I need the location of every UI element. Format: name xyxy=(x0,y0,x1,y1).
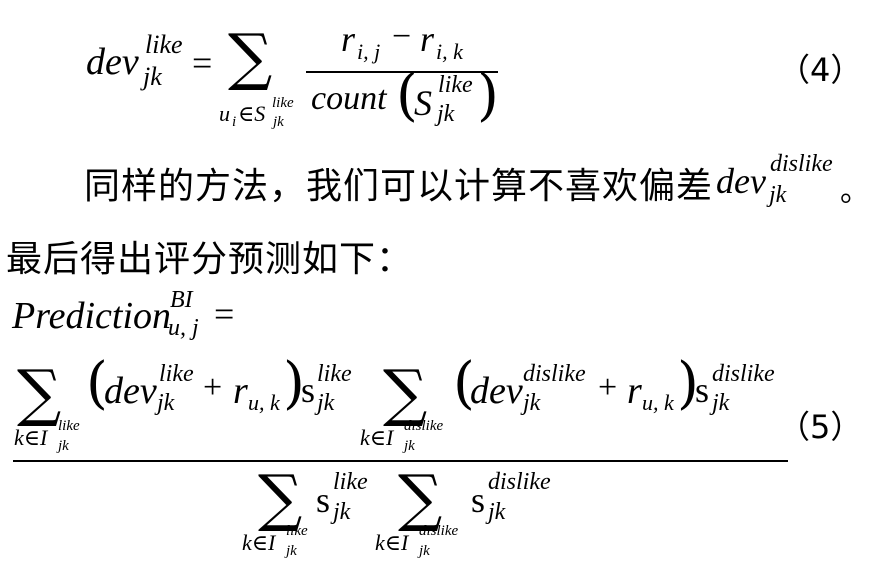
eq4-sum-symbol: ∑ xyxy=(228,20,273,93)
text-line-1: 同样的方法，我们可以计算不喜欢偏差 xyxy=(84,166,714,207)
eq5-d1-s-sup: like xyxy=(333,469,368,495)
eq5-d1-sum: ∑ xyxy=(258,461,303,534)
eq5-d1-s-sub: jk xyxy=(333,499,351,525)
eq4-sum-under-sub: jk xyxy=(273,114,284,130)
eq5-d2-under: k∈I xyxy=(375,530,409,555)
eq5-n1-plus: + xyxy=(203,369,223,406)
eq5-n2-sum: ∑ xyxy=(383,356,428,429)
eq4-lhs-sub: jk xyxy=(143,62,162,91)
eq4-sum-under-u: u xyxy=(219,101,230,126)
eq5-n1-dev: dev xyxy=(104,370,157,412)
eq5-lhs-sub: u, j xyxy=(168,315,199,341)
eq5-n1-under: k∈I xyxy=(14,425,48,450)
eq5-d2-under-sup: dislike xyxy=(419,523,459,539)
eq5-n1-rparen: ) xyxy=(283,351,305,416)
eq5-d1-under: k∈I xyxy=(242,530,276,555)
eq5-n2-s-sub: jk xyxy=(712,390,730,416)
eq5-n1-r: r xyxy=(233,370,248,412)
eq5-n2-rparen: ) xyxy=(677,351,699,416)
eq4-den-S-sub: jk xyxy=(437,101,455,127)
eq4-num-r1: r xyxy=(341,19,356,59)
eq5-n1-s: s xyxy=(301,370,316,410)
text-line-1-var-sup: dislike xyxy=(770,151,833,177)
eq5-d2-s: s xyxy=(471,480,486,520)
eq5-lhs: Prediction xyxy=(12,295,171,337)
eq4-den-S: S xyxy=(414,83,432,123)
eq4-equals: = xyxy=(192,43,213,83)
eq5-n1-dev-sup: like xyxy=(159,361,194,387)
eq4-sum-under-in: ∈S xyxy=(238,101,266,126)
eq5-n2-r-sub: u, k xyxy=(642,390,674,415)
eq5-n2-dev-sub: jk xyxy=(523,390,541,416)
text-line-1-var-sub: jk xyxy=(769,182,787,208)
eq5-d2-s-sup: dislike xyxy=(488,469,551,495)
eq4-den-rparen: ) xyxy=(477,63,499,128)
eq5-d1-s: s xyxy=(316,480,331,520)
eq5-n2-under: k∈I xyxy=(360,425,394,450)
eq4-num-minus: − xyxy=(392,18,412,55)
eq5-fraction-bar xyxy=(13,460,788,462)
eq4-den-count: count xyxy=(311,80,387,117)
eq5-n2-r: r xyxy=(627,370,642,412)
eq5-n2-lparen: ( xyxy=(453,351,475,416)
eq5-d2-sum: ∑ xyxy=(398,461,443,534)
eq4-fraction-bar xyxy=(306,71,498,73)
eq4-lhs: dev xyxy=(86,41,139,83)
eq4-sum-under-sup: like xyxy=(272,95,294,111)
eq4-den-lparen: ( xyxy=(396,63,418,128)
eq5-number: （5） xyxy=(778,408,863,446)
text-line-2: 最后得出评分预测如下： xyxy=(6,239,414,280)
eq5-equals: = xyxy=(214,294,235,334)
text-line-1-var: dev xyxy=(716,161,766,201)
eq4-den-S-sup: like xyxy=(438,72,473,98)
eq5-n2-plus: + xyxy=(598,369,618,406)
eq5-d1-under-sup: like xyxy=(286,523,308,539)
eq4-number: （4） xyxy=(778,51,863,89)
eq5-n1-s-sup: like xyxy=(317,361,352,387)
eq5-n1-under-sup: like xyxy=(58,418,80,434)
eq5-d2-under-sub: jk xyxy=(419,543,430,559)
eq5-n1-lparen: ( xyxy=(86,351,108,416)
eq5-n2-dev: dev xyxy=(470,370,523,412)
eq4-num-r2: r xyxy=(420,19,435,59)
eq4-lhs-sup: like xyxy=(145,30,183,59)
eq5-n1-dev-sub: jk xyxy=(157,390,175,416)
eq5-n1-under-sub: jk xyxy=(58,438,69,454)
eq5-n2-under-sub: jk xyxy=(404,438,415,454)
eq5-n2-dev-sup: dislike xyxy=(523,361,586,387)
eq5-lhs-sup: BI xyxy=(170,287,193,313)
eq5-n1-r-sub: u, k xyxy=(248,390,280,415)
eq4-num-r2-sub: i, k xyxy=(436,39,463,64)
eq5-n2-under-sup: dislike xyxy=(404,418,444,434)
eq5-d2-s-sub: jk xyxy=(488,499,506,525)
eq4-sum-under-i: i xyxy=(232,114,237,130)
eq4-num-r1-sub: i, j xyxy=(357,39,381,64)
eq5-n1-sum: ∑ xyxy=(17,356,62,429)
eq5-n1-s-sub: jk xyxy=(317,390,335,416)
eq5-n2-s: s xyxy=(695,370,710,410)
eq5-d1-under-sub: jk xyxy=(286,543,297,559)
eq5-n2-s-sup: dislike xyxy=(712,361,775,387)
text-line-1-end: 。 xyxy=(840,174,870,209)
